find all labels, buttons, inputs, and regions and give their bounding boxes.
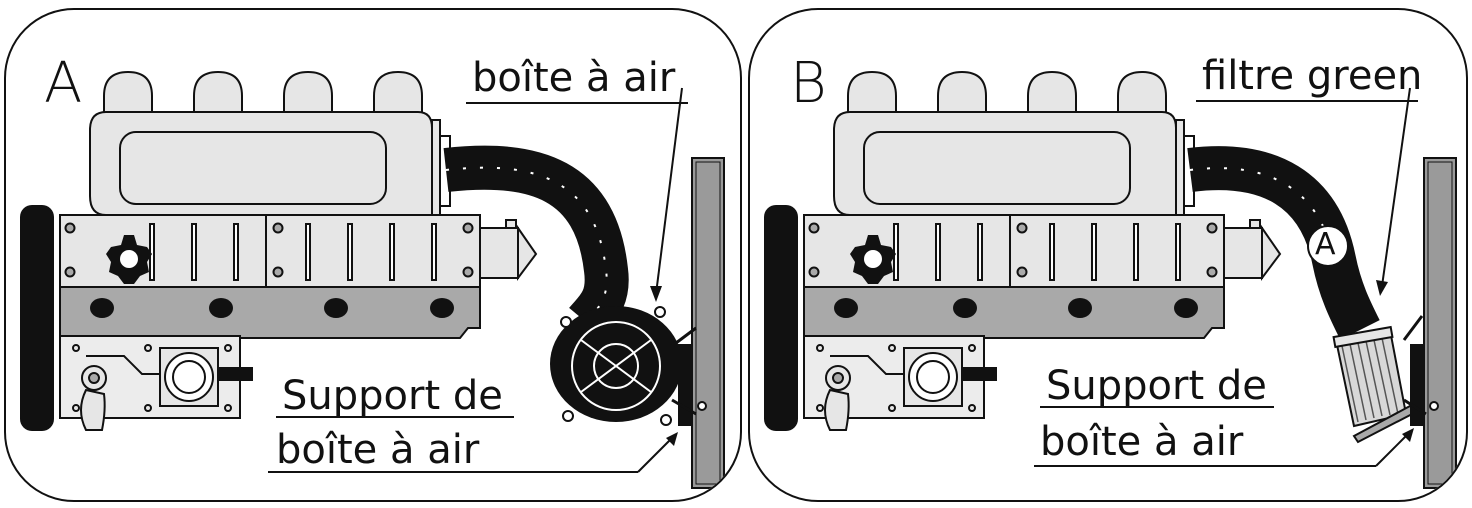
label-underline [466, 102, 688, 104]
engine-diagram-a [20, 70, 725, 489]
label-support-line2: boîte à air [276, 427, 480, 473]
label-filter: filtre green [1202, 53, 1423, 99]
panel-b: B filtre green A Support de boîte à air [748, 8, 1468, 502]
label-underline [1196, 100, 1418, 102]
panel-a: A boîte à air Support de boîte à air [4, 8, 742, 502]
panel-letter: A [44, 51, 83, 116]
hose-marker: A [1315, 227, 1336, 262]
label-underline [276, 416, 514, 418]
label-support-line1: Support de [1046, 363, 1267, 409]
label-support-line2: boîte à air [1040, 419, 1244, 465]
label-support-line1: Support de [282, 373, 503, 419]
label-underline [1040, 406, 1274, 408]
label-air-box: boîte à air [472, 55, 676, 101]
engine-diagram-b [764, 70, 1457, 489]
panel-letter: B [790, 51, 827, 116]
